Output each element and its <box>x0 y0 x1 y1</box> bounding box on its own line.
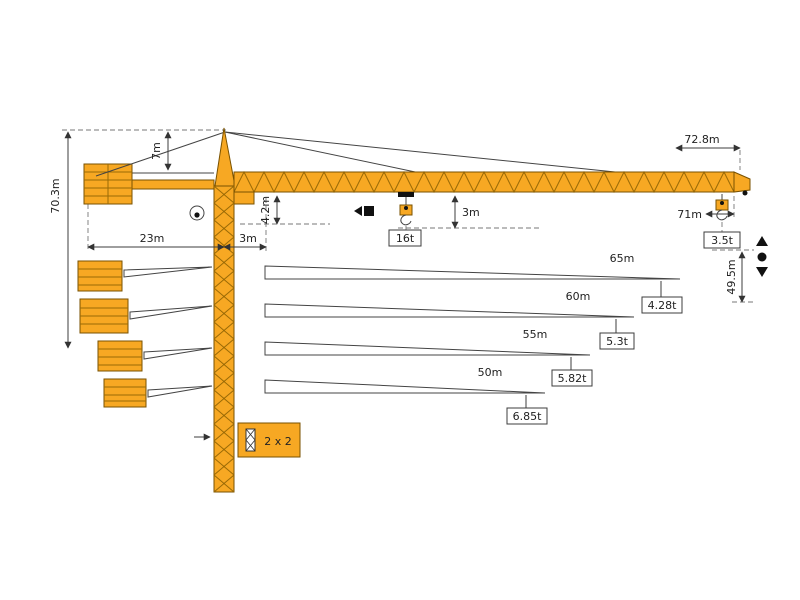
counterweight-slabs <box>104 386 146 402</box>
hook-icon <box>400 214 412 226</box>
slew-dot <box>194 212 200 218</box>
counterjib-pointer <box>129 305 213 320</box>
mast-section-callout: 2 x 2 <box>194 422 301 458</box>
rear-offset-label: 3m <box>239 232 257 245</box>
counterjib-label: 23m <box>140 232 165 245</box>
hook-offset-label: 3m <box>462 206 480 219</box>
variant-load-label: 5.82t <box>558 372 587 385</box>
mast-section-label: 2 x 2 <box>264 435 292 448</box>
tip-load-label: 3.5t <box>711 234 733 247</box>
jib-outline-55m <box>264 341 591 356</box>
trolley-square <box>364 206 374 216</box>
counterweight-slabs <box>80 307 128 325</box>
variant-length-label: 55m <box>523 328 548 341</box>
slewing-symbol-icon <box>189 205 205 221</box>
counterjib-pointer <box>147 385 213 398</box>
counterweight-block <box>103 378 147 408</box>
variant-length-label: 65m <box>610 252 635 265</box>
counterjib-pointer <box>143 347 213 360</box>
tip-load-hook: 3.5t <box>703 194 741 249</box>
max-load-hook: 16t <box>388 192 422 247</box>
variant-load-box <box>551 369 593 387</box>
front-pendant-line-1 <box>224 131 421 174</box>
jib-depth-label: 4.2m <box>259 196 272 224</box>
tip-sheave-icon <box>742 190 748 196</box>
variant-load-label: 4.28t <box>648 299 677 312</box>
jib-outline-60m <box>264 303 635 318</box>
variant-load-label: 6.85t <box>513 410 542 423</box>
counterweight-block <box>77 260 123 292</box>
tower-mast <box>213 185 235 493</box>
variant-length-label: 60m <box>566 290 591 303</box>
counterjib-pointer <box>123 266 213 278</box>
rear-pendant-line <box>95 131 226 177</box>
total-height-label: 70.3m <box>49 178 62 213</box>
dimension-extension-lines <box>62 129 754 303</box>
tip-hook-sheave-icon <box>720 201 724 205</box>
jib-variant-60m: 60m 5.3t <box>264 290 635 350</box>
slew-ring <box>189 205 205 221</box>
jib-variant-65m: 65m 4.28t <box>264 252 683 314</box>
variant-load-box <box>599 332 635 350</box>
counterweight-slabs <box>98 348 142 366</box>
mast-lattice-a <box>213 185 235 493</box>
trolley-travel-icon <box>354 206 374 216</box>
jib-variant-55m: 55m 5.82t <box>264 328 593 387</box>
hoist-dot <box>757 252 767 262</box>
hoist-down-arrow <box>756 267 768 277</box>
tip-hook-height-label: 49.5m <box>725 259 738 294</box>
jib-outline-50m <box>264 379 546 394</box>
tip-load-box <box>703 231 741 249</box>
trolley-arrow-left <box>354 206 362 216</box>
mast-body <box>213 185 235 493</box>
counterweight-option-3 <box>97 340 213 372</box>
dimensions: 70.3m 7m 23m 3m 4.2m 3m 72.8m 71m 49.5m <box>49 131 746 349</box>
tower-top-label: 7m <box>150 142 163 160</box>
front-pendant-line-2 <box>224 131 646 176</box>
variant-load-box <box>641 296 683 314</box>
jib <box>233 170 751 205</box>
variant-load-box <box>506 407 548 425</box>
radius-label: 71m <box>677 208 702 221</box>
counterweight-option-2 <box>79 298 213 334</box>
variant-length-label: 50m <box>478 366 503 379</box>
jib-variant-50m: 50m 6.85t <box>264 366 548 425</box>
trolley <box>398 192 414 197</box>
tower-head <box>95 127 646 187</box>
counterweight-block <box>97 340 143 372</box>
counterweight-option-1 <box>77 260 213 292</box>
jib-length-label: 72.8m <box>684 133 719 146</box>
hoisting-icon <box>756 236 768 277</box>
mast-section-icon <box>245 428 256 452</box>
mast-lattice-b <box>213 185 235 493</box>
variant-load-label: 5.3t <box>606 335 628 348</box>
max-load-box <box>388 229 422 247</box>
mast-section-icon-brace <box>245 428 256 452</box>
counterweight-option-4 <box>103 378 213 408</box>
jib-lattice <box>233 170 735 194</box>
jib-tip <box>733 171 751 193</box>
max-load-label: 16t <box>396 232 415 245</box>
hoist-up-arrow <box>756 236 768 246</box>
operator-cab <box>233 191 255 205</box>
counterweight-slabs <box>78 268 122 286</box>
hook-sheave-icon <box>404 206 408 210</box>
jib-outline-65m <box>264 265 681 280</box>
